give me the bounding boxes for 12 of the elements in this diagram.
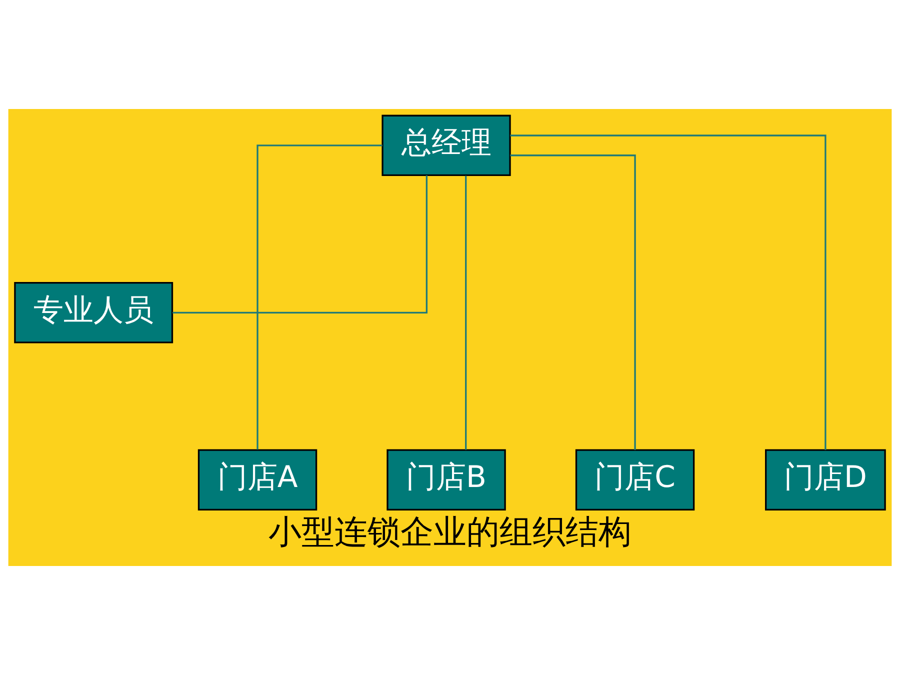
node-box: 门店B (386, 449, 506, 511)
connector (256, 144, 382, 450)
node-box: 总经理 (382, 114, 511, 176)
connector (510, 134, 826, 450)
node-box: 专业人员 (14, 282, 174, 344)
node-box: 门店A (198, 449, 318, 511)
caption: 小型连锁企业的组织结构 (268, 512, 632, 551)
connector (172, 175, 428, 314)
connector (510, 154, 636, 450)
node-box: 门店D (765, 449, 886, 511)
node-box: 门店C (575, 449, 695, 511)
connector (465, 176, 467, 450)
